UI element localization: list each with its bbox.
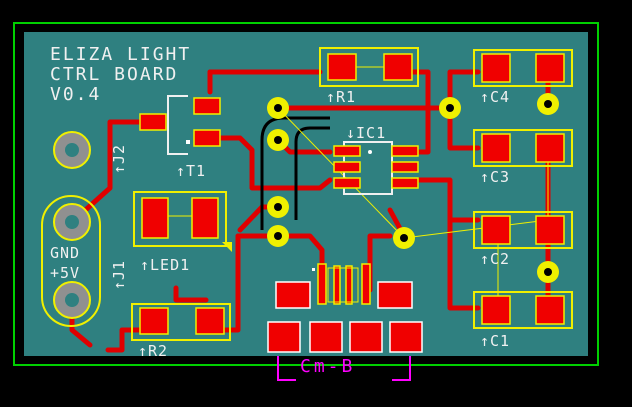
capacitor-c1[interactable] (473, 291, 573, 329)
gnd-label: GND (50, 244, 80, 262)
transistor-t1[interactable] (139, 95, 221, 155)
c3-label: ↑C3 (480, 168, 510, 186)
r2-label: ↑R2 (138, 342, 168, 360)
resistor-r1[interactable] (319, 47, 419, 87)
c4-label: ↑C4 (480, 88, 510, 106)
board-title-line-3: V0.4 (50, 84, 101, 105)
connector-cm-b[interactable] (267, 263, 423, 381)
led1[interactable] (133, 191, 232, 252)
connector-j2[interactable] (53, 131, 91, 169)
connector-ref-label: Cm-B (300, 356, 355, 377)
isolation-traces (260, 116, 330, 230)
capacitor-c4[interactable] (473, 49, 573, 87)
board-title-line-2: CTRL BOARD (50, 64, 178, 85)
j1-label: ↑J1 (110, 260, 128, 290)
c1-label: ↑C1 (480, 332, 510, 350)
t1-label: ↑T1 (176, 162, 206, 180)
vplus-label: +5V (50, 264, 80, 282)
c2-label: ↑C2 (480, 250, 510, 268)
resistor-r2[interactable] (131, 303, 231, 341)
capacitor-c2[interactable] (473, 211, 573, 249)
connector-j1[interactable] (41, 195, 101, 327)
r1-label: ↑R1 (326, 88, 356, 106)
ratsnest-lines (160, 66, 549, 310)
board-outline (13, 22, 599, 366)
led1-label: ↑LED1 (140, 256, 190, 274)
vias (267, 93, 559, 283)
ic1-chip[interactable] (333, 141, 419, 195)
capacitor-c3[interactable] (473, 129, 573, 167)
board-title-line-1: ELIZA LIGHT (50, 44, 191, 65)
ic1-label: ↓IC1 (346, 124, 386, 142)
j2-label: ↑J2 (110, 144, 128, 174)
